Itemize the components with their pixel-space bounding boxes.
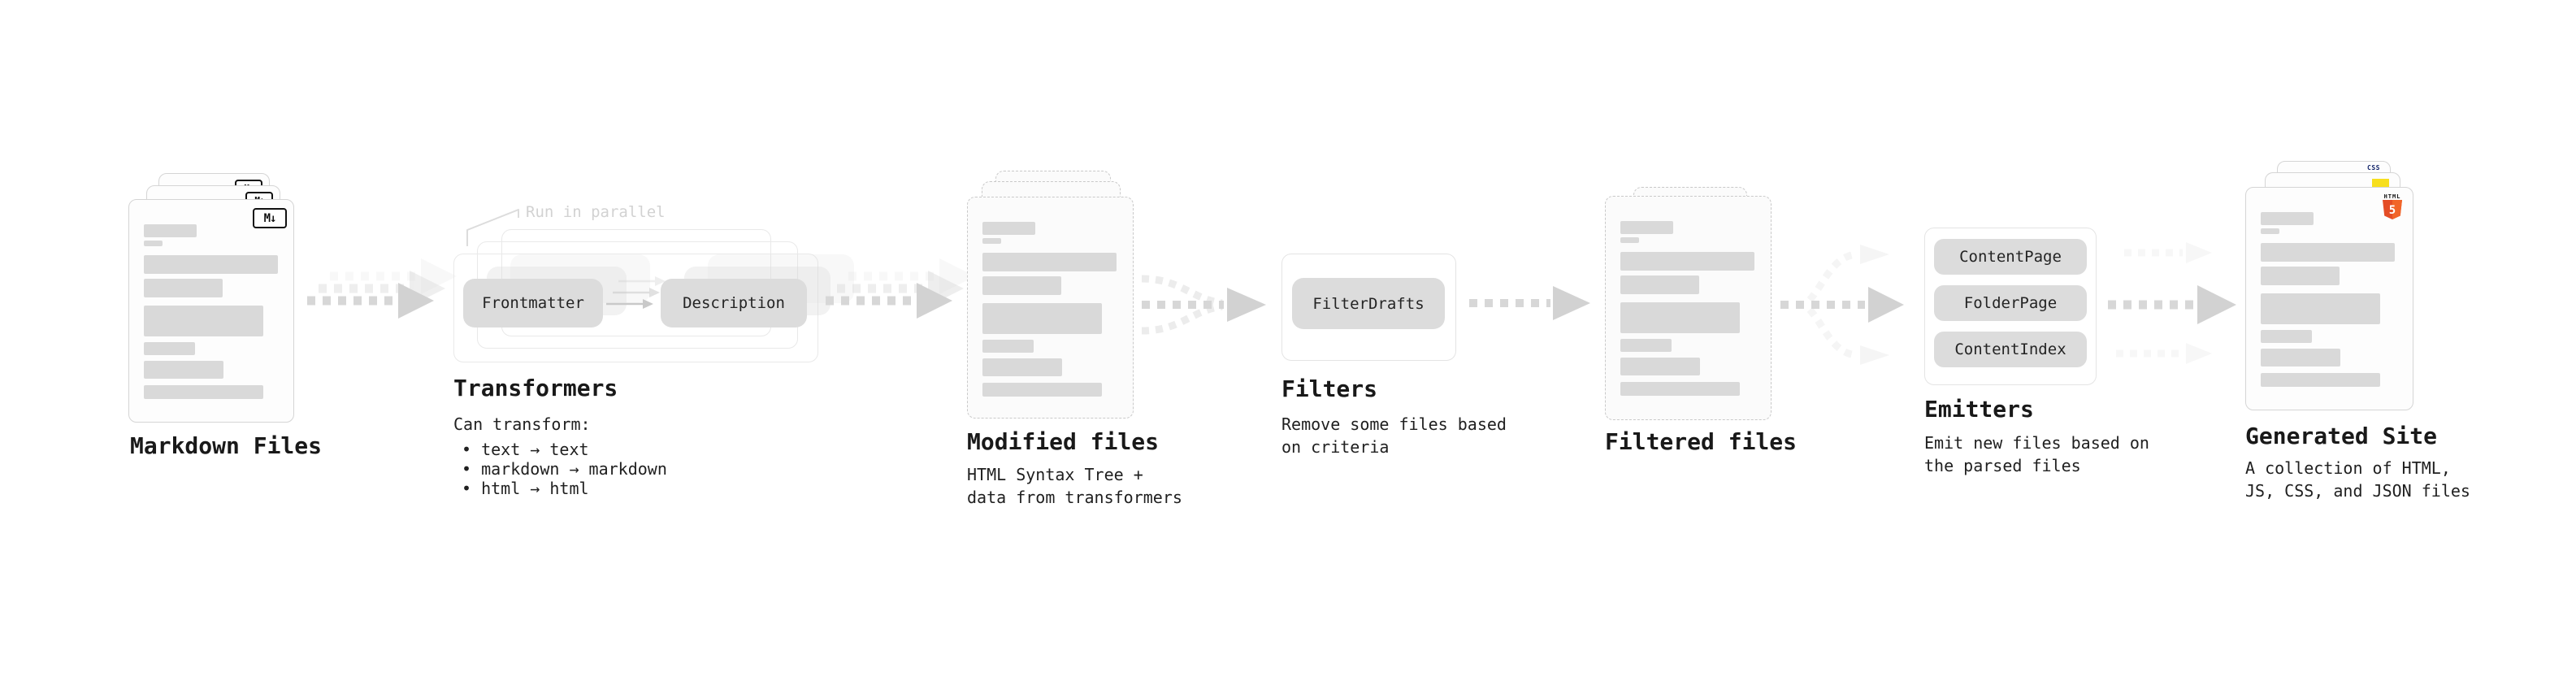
- desc-line: Emit new files based on: [1924, 433, 2149, 453]
- stage-label-emitters: Emitters: [1924, 396, 2034, 423]
- desc-bullet: • text → text: [462, 440, 589, 459]
- doc-placeholder-bar: [1620, 252, 1754, 271]
- desc-line: the parsed files: [1924, 456, 2081, 475]
- doc-placeholder-bar: [982, 276, 1061, 295]
- desc-line: A collection of HTML,: [2245, 458, 2451, 478]
- doc-placeholder-bar: [2261, 330, 2312, 343]
- doc-placeholder-bar: [144, 255, 278, 274]
- html5-shield: 5: [2383, 200, 2402, 219]
- doc-placeholder-bar: [1620, 382, 1740, 396]
- doc-placeholder-bar: [982, 253, 1117, 271]
- doc-placeholder-bar: [982, 340, 1034, 353]
- doc-placeholder-bar: [982, 238, 1001, 244]
- doc-placeholder-bar: [1620, 302, 1740, 333]
- doc-placeholder-bar: [144, 361, 223, 379]
- doc-placeholder-bar: [982, 222, 1035, 235]
- html5-icon: HTML 5: [2380, 193, 2405, 223]
- doc-placeholder-bar: [2261, 373, 2380, 387]
- flow-arrow-modified-to-filters: [1141, 275, 1266, 335]
- desc-line: on criteria: [1281, 437, 1390, 457]
- doc-placeholder-bar: [144, 306, 263, 336]
- run-in-parallel-callout: Run in parallel: [526, 203, 666, 221]
- html5-word: HTML: [2383, 193, 2401, 200]
- doc-placeholder-bar: [1620, 358, 1700, 375]
- desc-line: Can transform:: [453, 414, 591, 434]
- filterdrafts-box: FilterDrafts: [1292, 278, 1445, 329]
- js-icon: [2372, 179, 2389, 187]
- stage-label-modified-files: Modified files: [967, 428, 1160, 455]
- stage-description-emitters: Emit new files based on the parsed files: [1924, 432, 2149, 477]
- flow-arrow-emitters-to-generated: [2108, 242, 2236, 364]
- stage-label-filtered-files: Filtered files: [1605, 428, 1798, 455]
- doc-placeholder-bar: [144, 342, 195, 355]
- doc-placeholder-bar: [2261, 228, 2279, 234]
- stage-label-markdown-files: Markdown Files: [130, 432, 323, 459]
- doc-placeholder-bar: [1620, 339, 1672, 352]
- doc-placeholder-bar: [2261, 267, 2340, 285]
- stage-description-modified: HTML Syntax Tree + data from transformer…: [967, 463, 1182, 509]
- flow-arrow-filtered-to-emitters: [1780, 245, 1904, 365]
- doc-placeholder-bar: [2261, 349, 2340, 367]
- stage-description-generated: A collection of HTML, JS, CSS, and JSON …: [2245, 457, 2470, 502]
- flow-arrow-transformers-to-modified: [826, 258, 975, 319]
- folderpage-box: FolderPage: [1934, 285, 2087, 321]
- doc-placeholder-bar: [982, 303, 1102, 334]
- doc-placeholder-bar: [2261, 243, 2395, 262]
- css-badge-label: CSS: [2367, 164, 2380, 171]
- flow-arrow-markdown-to-transformers: [307, 258, 457, 319]
- doc-placeholder-bar: [144, 224, 197, 237]
- desc-bullet: • markdown → markdown: [462, 459, 667, 479]
- stage-label-generated-site: Generated Site: [2245, 423, 2438, 449]
- stage-label-filters: Filters: [1281, 375, 1378, 402]
- doc-placeholder-bar: [144, 279, 223, 297]
- transform-arrow-icon: [606, 276, 666, 309]
- contentindex-box: ContentIndex: [1934, 332, 2087, 367]
- modified-file-card-front: [967, 197, 1134, 419]
- markdown-file-card-front: M↓: [128, 199, 294, 423]
- doc-placeholder-bar: [2261, 293, 2380, 324]
- doc-placeholder-bar: [1620, 275, 1699, 294]
- doc-placeholder-bar: [982, 383, 1102, 397]
- generated-file-card-html: HTML 5: [2245, 187, 2413, 410]
- frontmatter-box: Frontmatter: [463, 279, 603, 327]
- desc-line: JS, CSS, and JSON files: [2245, 481, 2470, 501]
- desc-line: HTML Syntax Tree +: [967, 465, 1143, 484]
- svg-text:5: 5: [2389, 204, 2396, 217]
- doc-placeholder-bar: [144, 241, 163, 246]
- stage-label-transformers: Transformers: [453, 375, 618, 401]
- markdown-icon: M↓: [253, 208, 287, 228]
- desc-line: data from transformers: [967, 488, 1182, 507]
- transformer-run-container-front: [453, 254, 818, 362]
- contentpage-box: ContentPage: [1934, 239, 2087, 275]
- doc-placeholder-bar: [1620, 221, 1673, 234]
- desc-line: Remove some files based: [1281, 414, 1507, 434]
- doc-placeholder-bar: [2261, 212, 2314, 225]
- stage-description-transformers: Can transform: • text → text • markdown …: [453, 413, 667, 498]
- flow-arrow-filters-to-filtered: [1469, 286, 1590, 320]
- doc-placeholder-bar: [1620, 237, 1639, 243]
- stage-description-filters: Remove some files based on criteria: [1281, 413, 1507, 458]
- description-box: Description: [661, 279, 807, 327]
- desc-bullet: • html → html: [462, 479, 589, 498]
- callout-leader-line: [466, 209, 519, 246]
- filtered-file-card-front: [1605, 196, 1772, 420]
- doc-placeholder-bar: [982, 358, 1062, 376]
- doc-placeholder-bar: [144, 385, 263, 399]
